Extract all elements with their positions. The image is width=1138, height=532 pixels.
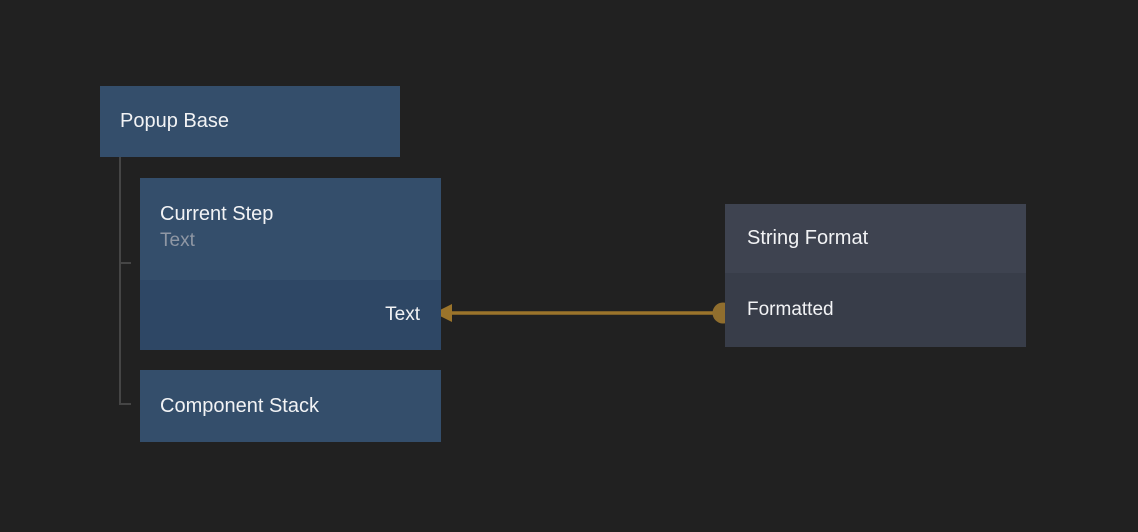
output-port-label: Formatted bbox=[747, 299, 834, 320]
node-title: Current Step bbox=[160, 203, 274, 225]
node-current-step-property-row[interactable]: Text bbox=[140, 280, 441, 350]
connection-arrowhead-icon bbox=[434, 304, 452, 322]
node-title: Popup Base bbox=[120, 110, 229, 132]
tree-connector-component-stack-stub bbox=[119, 403, 131, 405]
node-popup-base[interactable]: Popup Base bbox=[100, 86, 400, 157]
input-port-label: Text bbox=[385, 304, 420, 325]
node-current-step[interactable]: Current Step Text Text bbox=[140, 178, 441, 350]
node-string-format-property-row[interactable]: Formatted bbox=[725, 273, 1026, 347]
node-subtitle: Text bbox=[160, 230, 195, 251]
node-string-format[interactable]: String Format Formatted bbox=[725, 204, 1026, 347]
tree-connector-current-step-stub bbox=[119, 262, 131, 264]
tree-connector-vertical-line bbox=[119, 157, 121, 405]
node-component-stack[interactable]: Component Stack bbox=[140, 370, 441, 442]
node-title: String Format bbox=[747, 227, 869, 249]
node-string-format-header[interactable]: String Format bbox=[725, 204, 1026, 273]
node-current-step-header[interactable]: Current Step Text bbox=[140, 178, 441, 280]
node-title: Component Stack bbox=[160, 394, 319, 417]
